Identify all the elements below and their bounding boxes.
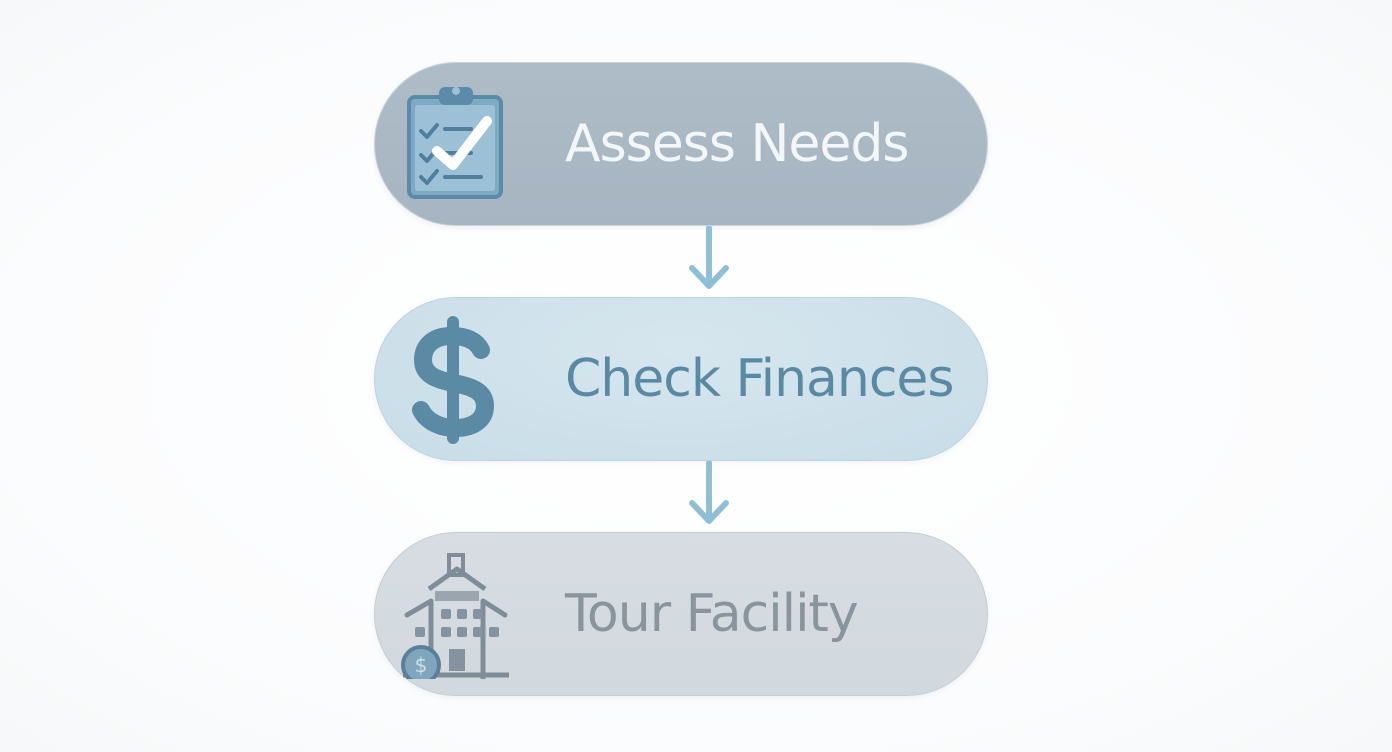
dollar-sign-icon: [412, 316, 495, 444]
step-label: Tour Facility: [565, 584, 859, 644]
step-label: Assess Needs: [565, 114, 909, 174]
arrow-down-icon: [689, 226, 729, 289]
step-check-finances: Check Finances: [374, 297, 988, 461]
building-icon: $: [401, 553, 509, 679]
step-label: Check Finances: [565, 349, 955, 409]
arrow-down-icon: [689, 461, 729, 524]
svg-text:$: $: [415, 653, 428, 677]
step-assess-needs: Assess Needs: [374, 62, 988, 226]
clipboard-check-icon: [407, 87, 503, 199]
step-tour-facility: $ Tour Facility: [374, 532, 988, 696]
